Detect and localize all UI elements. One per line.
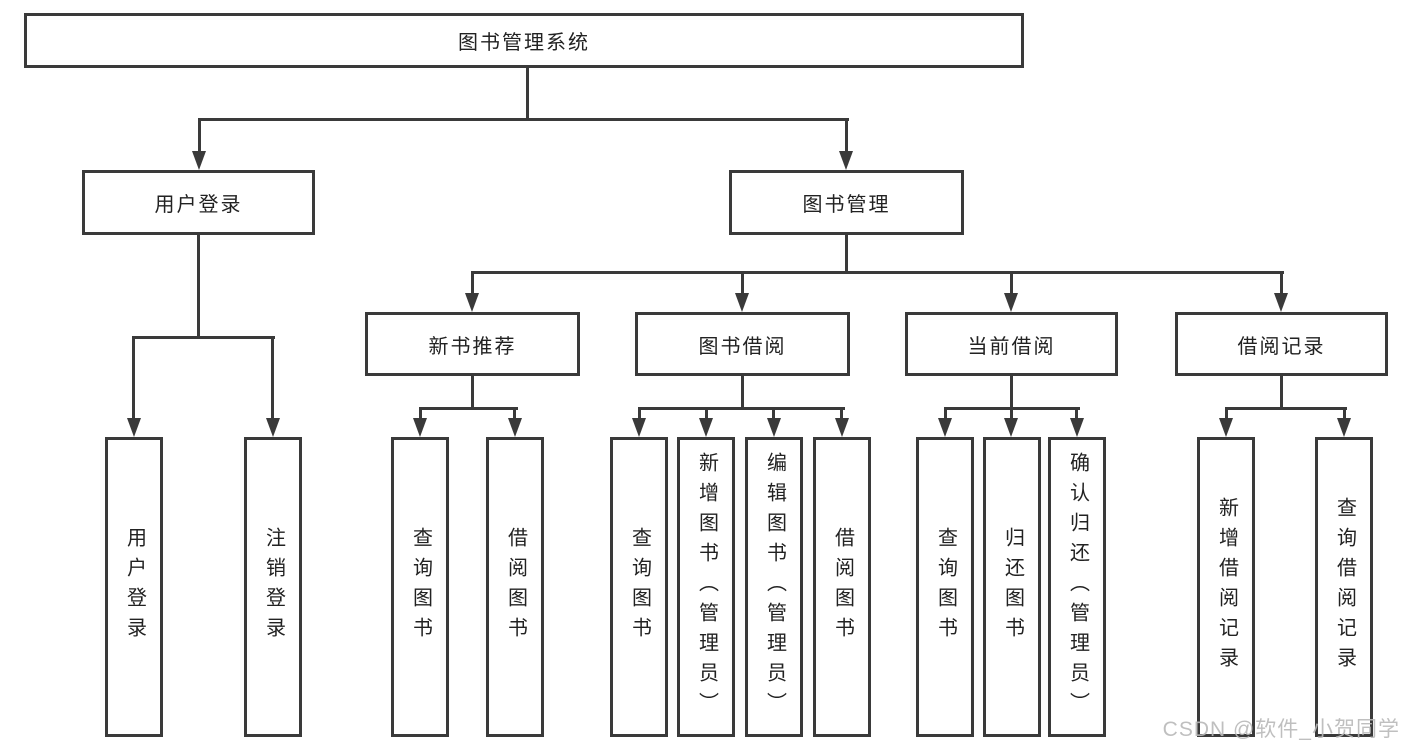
leaf-label: 新增图书（管理员） bbox=[695, 452, 718, 722]
leaf-label: 借阅图书 bbox=[504, 527, 527, 647]
node-label: 当前借阅 bbox=[967, 335, 1056, 358]
arrow-down-icon bbox=[839, 151, 853, 170]
arrow-down-icon bbox=[767, 418, 781, 437]
connector-login-vertical bbox=[197, 235, 200, 339]
connector-stub bbox=[1075, 407, 1078, 420]
connector-root-vertical bbox=[526, 68, 529, 121]
node-new-book-recommend: 新书推荐 bbox=[365, 312, 580, 376]
connector-stub bbox=[271, 336, 274, 420]
leaf-label: 新增借阅记录 bbox=[1215, 497, 1238, 677]
arrow-down-icon bbox=[465, 293, 479, 312]
node-label: 借阅记录 bbox=[1237, 335, 1326, 358]
connector-stub bbox=[638, 407, 641, 420]
connector-stub bbox=[741, 271, 744, 295]
leaf-label: 查询图书 bbox=[409, 527, 432, 647]
connector-stub bbox=[513, 407, 516, 420]
connector-recommend-vertical bbox=[471, 376, 474, 409]
arrow-down-icon bbox=[938, 418, 952, 437]
connector-management-vertical bbox=[845, 235, 848, 274]
leaf-label: 用户登录 bbox=[123, 527, 146, 647]
node-user-login: 用户登录 bbox=[82, 170, 315, 235]
leaf-borrow-add-books-admin: 新增图书（管理员） bbox=[677, 437, 735, 737]
arrow-down-icon bbox=[632, 418, 646, 437]
arrow-down-icon bbox=[413, 418, 427, 437]
arrow-down-icon bbox=[1337, 418, 1351, 437]
connector-stub bbox=[1280, 271, 1283, 295]
arrow-down-icon bbox=[1004, 293, 1018, 312]
arrow-down-icon bbox=[266, 418, 280, 437]
connector-stub bbox=[1225, 407, 1228, 420]
arrow-down-icon bbox=[508, 418, 522, 437]
arrow-down-icon bbox=[1219, 418, 1233, 437]
leaf-recommend-query-books: 查询图书 bbox=[391, 437, 449, 737]
node-book-management: 图书管理 bbox=[729, 170, 964, 235]
leaf-label: 注销登录 bbox=[262, 527, 285, 647]
connector-stub bbox=[1343, 407, 1346, 420]
arrow-down-icon bbox=[192, 151, 206, 170]
connector-current-vertical bbox=[1010, 376, 1013, 409]
connector-stub bbox=[944, 407, 947, 420]
node-borrow-records: 借阅记录 bbox=[1175, 312, 1388, 376]
leaf-records-add-record: 新增借阅记录 bbox=[1197, 437, 1255, 737]
node-library-management-system: 图书管理系统 bbox=[24, 13, 1024, 68]
leaf-label: 确认归还（管理员） bbox=[1066, 452, 1089, 722]
node-label: 图书管理 bbox=[802, 194, 891, 216]
leaf-logout: 注销登录 bbox=[244, 437, 302, 737]
arrow-down-icon bbox=[699, 418, 713, 437]
leaf-current-confirm-return-admin: 确认归还（管理员） bbox=[1048, 437, 1106, 737]
leaf-current-return-books: 归还图书 bbox=[983, 437, 1041, 737]
connector-stub bbox=[1010, 271, 1013, 295]
node-label: 新书推荐 bbox=[428, 335, 517, 358]
leaf-borrow-edit-books-admin: 编辑图书（管理员） bbox=[745, 437, 803, 737]
node-label: 图书管理系统 bbox=[458, 32, 590, 54]
connector-stub bbox=[845, 118, 848, 154]
connector-stub bbox=[198, 118, 201, 154]
arrow-down-icon bbox=[835, 418, 849, 437]
connector-stub bbox=[1010, 407, 1013, 420]
connector-stub bbox=[132, 336, 135, 420]
connector-root-horizontal bbox=[198, 118, 849, 121]
arrow-down-icon bbox=[1004, 418, 1018, 437]
connector-recommend-horizontal bbox=[419, 407, 518, 410]
connector-stub bbox=[705, 407, 708, 420]
connector-records-horizontal bbox=[1225, 407, 1347, 410]
csdn-watermark: CSDN @软件_小贺同学 bbox=[1162, 718, 1400, 741]
leaf-borrow-query-books: 查询图书 bbox=[610, 437, 668, 737]
node-book-borrow: 图书借阅 bbox=[635, 312, 850, 376]
leaf-label: 查询借阅记录 bbox=[1333, 497, 1356, 677]
node-current-borrow: 当前借阅 bbox=[905, 312, 1118, 376]
leaf-borrow-borrow-books: 借阅图书 bbox=[813, 437, 871, 737]
connector-stub bbox=[840, 407, 843, 420]
leaf-label: 归还图书 bbox=[1001, 527, 1024, 647]
leaf-label: 编辑图书（管理员） bbox=[763, 452, 786, 722]
leaf-records-query-record: 查询借阅记录 bbox=[1315, 437, 1373, 737]
connector-borrow-vertical bbox=[741, 376, 744, 409]
arrow-down-icon bbox=[1274, 293, 1288, 312]
arrow-down-icon bbox=[1070, 418, 1084, 437]
connector-records-vertical bbox=[1280, 376, 1283, 409]
leaf-label: 查询图书 bbox=[934, 527, 957, 647]
connector-borrow-horizontal bbox=[638, 407, 845, 410]
leaf-label: 借阅图书 bbox=[831, 527, 854, 647]
leaf-label: 查询图书 bbox=[628, 527, 651, 647]
leaf-user-login: 用户登录 bbox=[105, 437, 163, 737]
connector-stub bbox=[471, 271, 474, 295]
connector-login-horizontal bbox=[133, 336, 275, 339]
arrow-down-icon bbox=[735, 293, 749, 312]
leaf-recommend-borrow-books: 借阅图书 bbox=[486, 437, 544, 737]
arrow-down-icon bbox=[127, 418, 141, 437]
connector-management-horizontal bbox=[471, 271, 1284, 274]
node-label: 图书借阅 bbox=[698, 335, 787, 358]
leaf-current-query-books: 查询图书 bbox=[916, 437, 974, 737]
connector-stub bbox=[772, 407, 775, 420]
connector-stub bbox=[419, 407, 422, 420]
node-label: 用户登录 bbox=[154, 194, 243, 216]
